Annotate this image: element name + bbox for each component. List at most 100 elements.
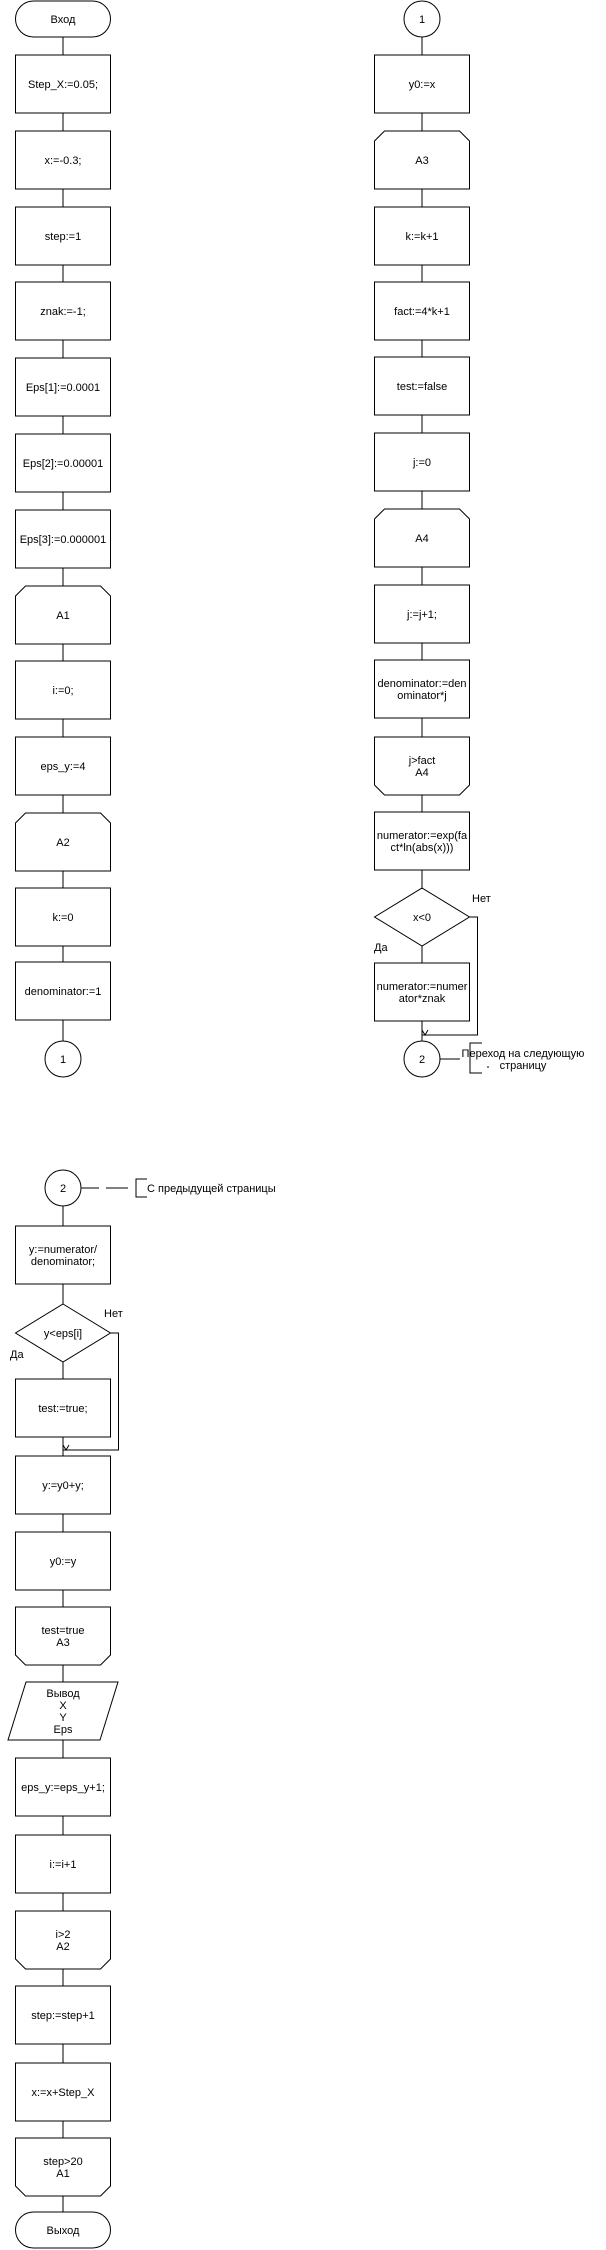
process-shape (15, 1757, 111, 1817)
process-shape (15, 2062, 111, 2122)
node-n_stepp: step:=step+1 (15, 1985, 111, 2045)
branch-label-yes-x: Да (374, 942, 388, 954)
no-branch-dec_y (63, 1332, 119, 1451)
process-shape (15, 961, 111, 1021)
node-loopA1: A1 (15, 585, 111, 645)
node-n_x: x:=-0.3; (15, 130, 111, 190)
connector-shape (44, 1040, 82, 1078)
node-text-loopA3_end-line-2: A3 (56, 1637, 69, 1649)
node-end: Выход (15, 2211, 111, 2249)
node-text-n_step-line-1: step:=1 (45, 231, 81, 243)
node-n_k: k:=0 (15, 887, 111, 947)
node-n_eps3: Eps[3]:=0.000001 (15, 509, 111, 569)
node-loopA2: A2 (15, 812, 111, 872)
loop-end-shape (15, 1606, 111, 1666)
node-text-n_y0x-line-1: y0:=x (409, 79, 436, 91)
next-page-comment-line-1: Переход на следующую (462, 1048, 585, 1060)
node-n_y: y:=numerator/denominator; (15, 1225, 111, 1285)
node-text-loopA2_end-line-2: A2 (56, 1941, 69, 1953)
node-text-loopA2-line-1: A2 (56, 837, 69, 849)
node-loopA2_end: i>2A2 (15, 1910, 111, 1970)
node-text-n_stepp-line-1: step:=step+1 (31, 2010, 95, 2022)
node-text-n_eps1-line-1: Eps[1]:=0.0001 (26, 382, 100, 394)
node-text-n_num-line-1: numerator:=exp(fa (377, 830, 468, 842)
next-page-bracket (469, 1042, 482, 1074)
node-text-n_kk-line-1: k:=k+1 (405, 231, 438, 243)
node-n_yy: y:=y0+y; (15, 1455, 111, 1515)
node-text-conn2_in-line-1: 2 (60, 1183, 66, 1195)
terminator-shape (15, 2211, 111, 2249)
process-shape (374, 356, 470, 416)
process-shape (15, 433, 111, 493)
decision-shape (373, 887, 471, 947)
flowchart-edges (62, 37, 489, 2212)
process-shape (15, 1455, 111, 1515)
prev-page-comment-line-1: С предыдущей страницы (147, 1183, 276, 1195)
branch-label-no-x: Нет (472, 893, 491, 905)
node-text-n_y0y-line-1: y0:=y (50, 1556, 77, 1568)
node-n_epsyy: eps_y:=eps_y+1; (15, 1757, 111, 1817)
node-text-n_ii-line-1: i:=i+1 (50, 1859, 77, 1871)
node-text-loopA1-line-1: A1 (56, 610, 69, 622)
node-dec_x: x<0 (373, 887, 471, 947)
node-text-n_numz-line-1: numerator:=numer (377, 981, 468, 993)
node-text-n_x-line-1: x:=-0.3; (45, 155, 82, 167)
node-text-n_test-line-1: test:=false (397, 381, 447, 393)
process-shape (374, 584, 470, 644)
node-text-n_y-line-2: denominator; (31, 1256, 95, 1268)
node-text-n_fact-line-1: fact:=4*k+1 (394, 306, 450, 318)
process-shape (374, 54, 470, 114)
node-text-n_y-line-1: y:=numerator/ (29, 1244, 98, 1256)
node-conn1_in: 1 (403, 0, 441, 38)
process-shape (15, 1985, 111, 2045)
node-text-n_denj-line-1: denominator:=den (378, 678, 467, 690)
node-text-start-line-1: Вход (51, 14, 76, 26)
node-conn2_in: 2 (44, 1169, 82, 1207)
node-text-n_jj-line-1: j:=j+1; (406, 609, 437, 621)
node-n_step: step:=1 (15, 206, 111, 266)
process-shape (374, 432, 470, 492)
process-shape (374, 281, 470, 341)
connector-shape (44, 1169, 82, 1207)
node-text-n_yy-line-1: y:=y0+y; (42, 1480, 84, 1492)
node-text-n_stepx-line-1: Step_X:=0.05; (28, 79, 98, 91)
node-dec_y: y<eps[i] (14, 1303, 112, 1363)
node-n_znak: znak:=-1; (15, 281, 111, 341)
node-text-loopA4_end-line-2: A4 (415, 767, 428, 779)
io-shape (7, 1681, 119, 1741)
terminator-shape (15, 0, 111, 38)
node-conn2_out: 2 (403, 1040, 441, 1078)
process-shape (15, 887, 111, 947)
node-text-n_denj-line-2: ominator*j (397, 690, 447, 702)
process-shape (15, 1378, 111, 1438)
node-text-n_j-line-1: j:=0 (412, 457, 431, 469)
node-text-loopA4_end-line-1: j>fact (408, 755, 436, 767)
node-text-n_eps3-line-1: Eps[3]:=0.000001 (20, 534, 107, 546)
loop-end-shape (15, 2137, 111, 2197)
node-loopA3: A3 (374, 130, 470, 190)
node-n_eps1: Eps[1]:=0.0001 (15, 357, 111, 417)
node-text-n_znak-line-1: znak:=-1; (40, 306, 86, 318)
connector-shape (403, 0, 441, 38)
node-n_epsy: eps_y:=4 (15, 736, 111, 796)
node-text-dec_x-line-1: x<0 (413, 912, 431, 924)
process-shape (15, 281, 111, 341)
process-shape (15, 357, 111, 417)
node-text-n_num-line-2: ct*ln(abs(x))) (391, 842, 454, 854)
node-n_j: j:=0 (374, 432, 470, 492)
node-text-out-line-1: Вывод (46, 1688, 80, 1700)
prev-page-bracket (135, 1178, 147, 1198)
loop-end-shape (15, 1910, 111, 1970)
node-n_y0y: y0:=y (15, 1531, 111, 1591)
process-shape (374, 811, 470, 871)
process-shape (15, 1225, 111, 1285)
node-text-n_den-line-1: denominator:=1 (25, 986, 102, 998)
connector-shape (403, 1040, 441, 1078)
node-text-out-line-3: Y (59, 1712, 67, 1724)
node-text-n_xx-line-1: x:=x+Step_X (32, 2087, 96, 2099)
